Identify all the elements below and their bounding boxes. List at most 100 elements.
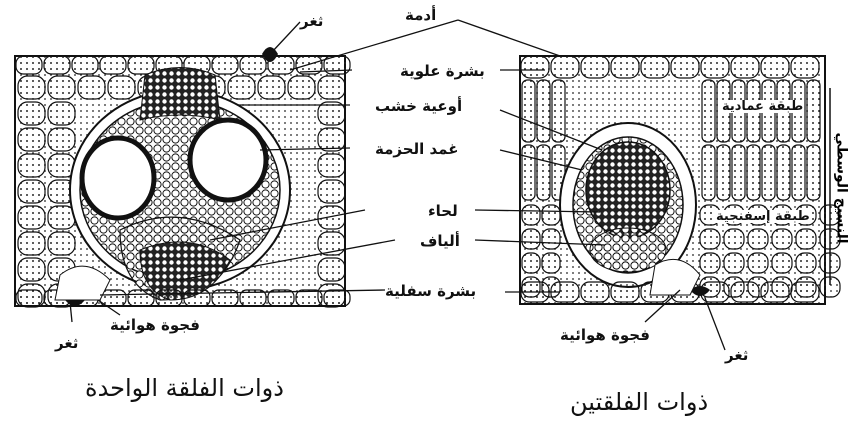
mesophyll-cell [258,76,285,99]
palisade-cell [762,145,775,200]
mesophyll-cell [18,76,45,99]
epidermis-cell [521,56,549,78]
epidermis-cell [156,290,182,306]
mesophyll-cell [318,154,345,177]
mesophyll-cell [318,206,345,229]
mesophyll-cell [318,76,345,99]
palisade-cell [537,80,550,142]
epidermis-cell [761,56,789,78]
spongy-cell [542,205,560,225]
mesophyll-cell [318,128,345,151]
mesophyll-cell [108,76,135,99]
epidermis-cell [731,282,759,302]
epidermis-cell [731,56,759,78]
spongy-cell [700,229,720,249]
label-phloem: لحاء [428,204,458,219]
spongy-cell [772,229,792,249]
epidermis-cell [128,56,154,74]
palisade-cell [807,145,820,200]
label-spongy: طبقة إسفنجية [716,210,810,223]
label-stoma-top: ثغر [300,14,323,29]
label-xylem: أوعية خشب [375,99,462,114]
spongy-cell [522,229,540,249]
palisade-cell [537,145,550,200]
palisade-cell [792,145,805,200]
label-palisade: طبقة عمادية [722,100,803,113]
palisade-cell [717,145,730,200]
label-cuticle: أدمة [405,8,436,23]
title-monocot: ذوات الفلقة الواحدة [85,376,284,400]
spongy-cell [522,253,540,273]
palisade-cell [522,80,535,142]
epidermis-cell [16,290,42,306]
dicot-leaf [520,56,840,304]
epidermis-cell [296,290,322,306]
spongy-cell [724,253,744,273]
spongy-cell [700,253,720,273]
mesophyll-cell [318,258,345,281]
mesophyll-cell [18,232,45,255]
spongy-cell [796,229,816,249]
spongy-cell [748,253,768,273]
mesophyll-cell [48,206,75,229]
label-stoma-right: ثغر [725,348,748,363]
epidermis-cell [184,290,210,306]
spongy-cell [542,229,560,249]
spongy-cell [724,229,744,249]
mesophyll-cell [18,258,45,281]
monocot-xylem-vessel-left [82,138,154,218]
epidermis-cell [72,56,98,74]
epidermis-cell [128,290,154,306]
epidermis-cell [641,56,669,78]
spongy-cell [748,229,768,249]
epidermis-cell [44,56,70,74]
epidermis-cell [212,56,238,74]
label-upper-epidermis: بشرة علوية [400,64,485,79]
mesophyll-cell [18,102,45,125]
mesophyll-cell [78,76,105,99]
mesophyll-cell [48,102,75,125]
epidermis-cell [100,56,126,74]
palisade-cell [807,80,820,142]
mesophyll-cell [48,76,75,99]
label-mesophyll: النسيج الوسطي [834,132,850,243]
epidermis-cell [611,56,639,78]
monocot-xylem-vessel-right [190,120,266,200]
epidermis-cell [581,282,609,302]
label-stoma-left: ثغر [55,336,78,351]
palisade-cell [747,145,760,200]
dicot-xylem [586,142,670,238]
palisade-cell [777,145,790,200]
epidermis-cell [611,282,639,302]
label-air-space-left: فجوة هوائية [110,318,200,333]
mesophyll-cell [48,232,75,255]
label-bundle-sheath: غمد الحزمة [375,142,459,157]
label-fibers: ألياف [420,234,460,249]
mesophyll-cell [18,128,45,151]
epidermis-cell [240,56,266,74]
label-lower-epidermis: بشرة سفلية [385,284,476,299]
monocot-leaf [15,47,350,307]
mesophyll-cell [48,128,75,151]
mesophyll-cell [288,76,315,99]
palisade-cell [702,145,715,200]
epidermis-cell [16,56,42,74]
palisade-cell [702,80,715,142]
epidermis-cell [671,56,699,78]
epidermis-cell [701,56,729,78]
label-air-space-right: فجوة هوائية [560,328,650,343]
palisade-cell [732,145,745,200]
spongy-cell [772,253,792,273]
epidermis-cell [324,290,350,306]
spongy-cell [522,205,540,225]
mesophyll-cell [318,180,345,203]
spongy-cell [542,253,560,273]
epidermis-cell [761,282,789,302]
palisade-cell [522,145,535,200]
epidermis-cell [791,282,819,302]
epidermis-cell [581,56,609,78]
mesophyll-cell [228,76,255,99]
mesophyll-cell [18,154,45,177]
epidermis-cell [551,56,579,78]
mesophyll-cell [18,180,45,203]
